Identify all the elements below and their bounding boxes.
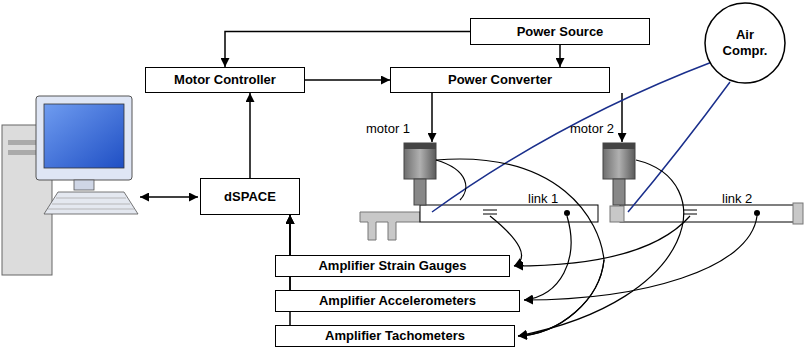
signal-arrow (305, 79, 390, 81)
pc-link-arrow (140, 196, 198, 198)
box-label: Power Source (517, 24, 604, 40)
link-2-beam (620, 205, 794, 222)
signal-arrow (225, 32, 470, 68)
box-label: Power Converter (448, 72, 552, 88)
compressor-circle: Air Compr. (703, 1, 787, 85)
strain-gauge (483, 210, 697, 214)
signal-arrow (249, 93, 251, 178)
process-box: Amplifier Strain Gauges (275, 255, 510, 277)
motor-1 (404, 143, 436, 205)
part-label: motor 1 (366, 122, 410, 136)
box-label: Amplifier Accelerometers (319, 293, 476, 309)
box-label: dSPACE (224, 189, 276, 205)
process-box: Motor Controller (145, 67, 305, 93)
joint-hub (610, 206, 624, 222)
accelerometer (754, 210, 760, 216)
process-box: Power Source (470, 18, 650, 45)
power-line (431, 93, 433, 142)
tip-mass (793, 203, 803, 224)
box-label: Amplifier Tachometers (325, 328, 465, 344)
signal-arrow (559, 45, 561, 67)
box-label: Motor Controller (174, 72, 276, 88)
part-label: motor 2 (570, 122, 614, 136)
part-label: link 1 (528, 192, 558, 206)
link-1-beam (420, 205, 598, 222)
base-support (360, 212, 420, 240)
box-label: Air Compr. (717, 27, 773, 58)
box-label: Amplifier Strain Gauges (318, 258, 466, 274)
computer-icon (2, 96, 138, 275)
process-box: Amplifier Tachometers (275, 325, 515, 347)
process-box: dSPACE (200, 178, 300, 215)
process-box: Amplifier Accelerometers (275, 290, 520, 312)
accelerometer (564, 210, 570, 216)
part-label: link 2 (722, 192, 752, 206)
motor-2 (603, 143, 635, 205)
process-box: Power Converter (390, 67, 610, 93)
